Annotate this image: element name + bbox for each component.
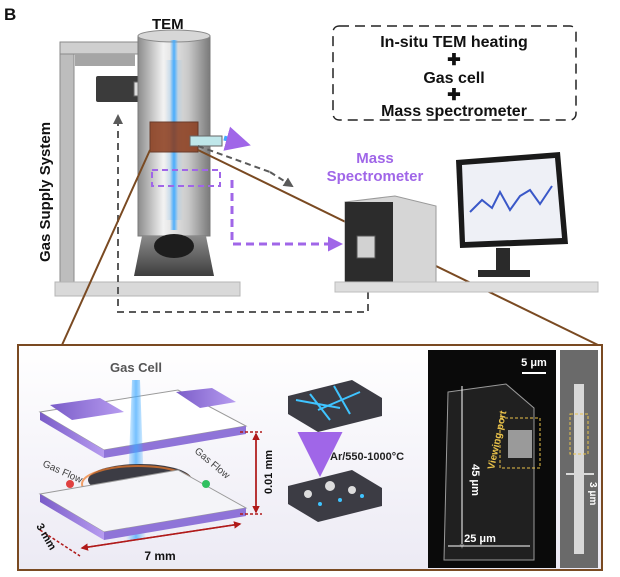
box-plus-1: ✚: [447, 52, 460, 69]
em-micrograph: [428, 350, 556, 568]
process-label: Ar/550-1000°C: [330, 451, 404, 463]
sample-after: [288, 470, 382, 522]
em-width-label: 25 μm: [464, 533, 496, 545]
gas-cell-diagram: [38, 380, 248, 540]
mass-spec-label-1: Mass: [356, 150, 394, 167]
monitor: [456, 152, 568, 277]
em-side-width-label: 3 μm: [587, 482, 598, 505]
mass-spec-label-2: Spectrometer: [327, 168, 424, 185]
panel-letter: B: [4, 5, 16, 24]
tem-label: TEM: [152, 16, 184, 33]
gas-cell-label: Gas Cell: [110, 360, 162, 375]
connection-lines: [113, 114, 369, 313]
em-scale-bar: 5 μm: [521, 357, 547, 369]
tem-column: [134, 29, 251, 276]
dimension-lines: [39, 431, 262, 557]
box-line-1: In-situ TEM heating: [380, 34, 528, 51]
box-plus-2: ✚: [447, 87, 460, 104]
em-height-label: 45 μm: [469, 464, 481, 496]
gas-supply-label: Gas Supply System: [37, 122, 54, 262]
box-line-2: Gas cell: [423, 70, 484, 87]
box-line-3: Mass spectrometer: [381, 103, 527, 120]
em-side-micrograph: [560, 350, 598, 568]
dim-height-label: 0.01 mm: [263, 450, 275, 494]
sample-before: [288, 380, 382, 432]
mass-spectrometer: [334, 195, 599, 293]
info-box: [332, 25, 577, 121]
dim-width-label: 7 mm: [144, 549, 175, 563]
